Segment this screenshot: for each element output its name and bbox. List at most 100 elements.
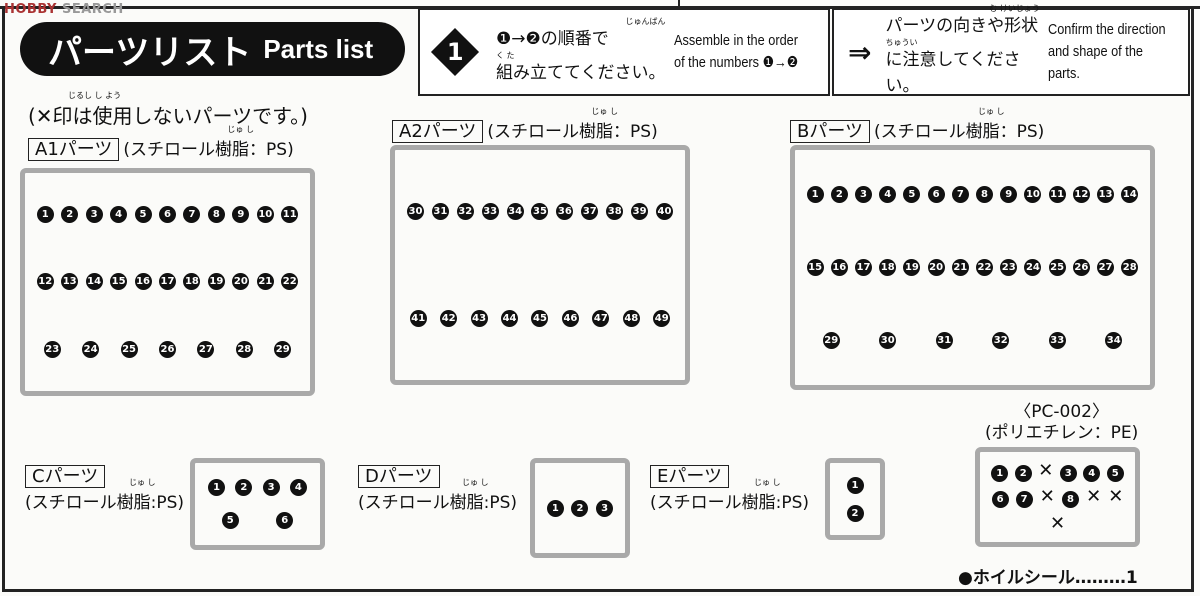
part-number: 10: [256, 206, 274, 224]
part-number: 6: [158, 206, 176, 224]
part-number: 15: [806, 259, 824, 276]
part-number: 2: [571, 499, 589, 517]
furigana-jushi: じゅ し: [129, 478, 156, 487]
unused-mark: ✕: [1039, 486, 1055, 508]
part-number: 8: [207, 206, 225, 224]
furigana-jushi: じゅ し: [754, 478, 781, 487]
part-number: 1: [806, 186, 824, 203]
part-number: 4: [110, 206, 128, 224]
furigana: じゅんばん: [625, 17, 666, 26]
part-number: 5: [134, 206, 152, 224]
part-number: 3: [262, 479, 280, 496]
section-label: Cパーツじゅ し (スチロール樹脂:PS): [25, 462, 184, 513]
section-label: A1パーツじゅ し(スチロール樹脂：PS): [28, 126, 294, 161]
foil-sticker-count: ●ホイルシール………1: [958, 568, 1138, 588]
watermark-brand: HOBBY: [4, 2, 57, 17]
furigana-jushi: じゅ し: [978, 107, 1005, 116]
part-number: 24: [82, 340, 100, 358]
watermark-rest: SEARCH: [61, 2, 124, 17]
part-number: 37: [581, 203, 599, 220]
watermark: HOBBY SEARCH: [4, 2, 124, 17]
assembly-en: Assemble in the order of the numbers ❶→❷: [674, 30, 798, 74]
part-number: 24: [1024, 259, 1042, 276]
part-number: 4: [1083, 464, 1101, 482]
part-number: 1: [546, 499, 564, 517]
direction-en-line2: and shape of the parts.: [1047, 43, 1143, 82]
part-number: 29: [274, 340, 292, 358]
unused-mark: ✕: [1049, 513, 1066, 535]
part-number: 15: [110, 273, 128, 291]
unused-note: じるし し よう (✕印は使用しないパーツです。): [28, 92, 308, 129]
furigana-jushi: じゅ し: [462, 478, 489, 487]
section-material-wrap: じゅ し (スチロール樹脂:PS): [25, 479, 185, 514]
part-number: 3: [596, 499, 614, 517]
part-number: 10: [1024, 186, 1042, 203]
part-number: 29: [822, 332, 840, 349]
section-material-wrap: じゅ し(スチロール樹脂:PS): [358, 479, 517, 514]
part-number: 31: [431, 203, 449, 220]
part-number: 33: [1048, 332, 1066, 349]
part-number: 11: [281, 206, 299, 224]
part-number: 36: [556, 203, 574, 220]
part-number: 14: [85, 273, 103, 291]
top-divider: [678, 0, 680, 8]
furigana-jushi: じゅ し: [227, 125, 254, 134]
furigana: く た: [496, 51, 515, 60]
part-number: 17: [855, 259, 872, 276]
section-tag: Dパーツ: [358, 465, 440, 488]
part-number: 32: [992, 332, 1010, 349]
part-number: 47: [592, 310, 610, 327]
part-number: 25: [1048, 259, 1066, 276]
section-label: Dパーツじゅ し(スチロール樹脂:PS): [358, 462, 517, 513]
part-number: 11: [1048, 186, 1066, 203]
part-number: 49: [653, 310, 671, 327]
section-tag: A2パーツ: [392, 120, 484, 143]
part-number: 27: [197, 340, 215, 358]
part-number: 28: [1121, 259, 1139, 276]
section-tag: Bパーツ: [790, 120, 870, 143]
part-number: 21: [256, 273, 274, 291]
part-number: 12: [36, 273, 54, 291]
part-number: 42: [440, 310, 458, 327]
part-number: 32: [456, 203, 474, 220]
direction-box: ⇒ む けいじょう パーツの向きや形状 ちゅうい に注意してください。 Conf…: [832, 5, 1190, 99]
part-number: 6: [927, 186, 945, 203]
part-number: 1: [846, 476, 864, 494]
direction-jp-line2: に注意してください。: [885, 50, 1021, 96]
part-number: 16: [134, 273, 152, 291]
unused-mark: ✕: [1038, 459, 1054, 481]
pc-material: (ポリエチレン：PE): [985, 423, 1139, 443]
top-border: [0, 6, 1200, 9]
furigana: む けいじょう: [989, 4, 1040, 13]
assembly-jp-line2: 組み立ててください。: [496, 63, 666, 83]
part-number: 18: [879, 259, 897, 276]
part-number: 4: [879, 186, 897, 203]
part-number: 26: [158, 340, 176, 358]
unused-note-text: (✕印は使用しないパーツです。): [28, 104, 308, 128]
pc-002-header: 〈PC-002〉 (ポリエチレン：PE): [985, 402, 1138, 444]
part-number: 1: [991, 464, 1009, 482]
part-number: 31: [935, 332, 953, 349]
section-material: (スチロール樹脂:PS): [650, 493, 810, 513]
part-number: 43: [470, 310, 488, 327]
direction-jp: む けいじょう パーツの向きや形状 ちゅうい に注意してください。: [885, 5, 1039, 99]
section-material-wrap: じゅ し (スチロール樹脂:PS): [650, 479, 810, 514]
part-number: 19: [207, 273, 225, 291]
part-number: 30: [406, 203, 424, 220]
part-number: 1: [208, 479, 226, 496]
section-tag: Cパーツ: [25, 465, 106, 488]
part-number: 30: [879, 332, 897, 349]
part-number: 9: [1000, 186, 1018, 203]
part-number: 7: [183, 206, 201, 224]
title-en: Parts list: [263, 33, 374, 64]
part-number: 13: [61, 273, 79, 291]
section-material: (スチロール樹脂:PS): [25, 493, 185, 513]
part-number: 44: [501, 310, 519, 327]
direction-en: Confirm the direction and shape of the p…: [1048, 19, 1167, 85]
page-frame: [2, 8, 1194, 592]
part-number: 41: [409, 310, 427, 327]
